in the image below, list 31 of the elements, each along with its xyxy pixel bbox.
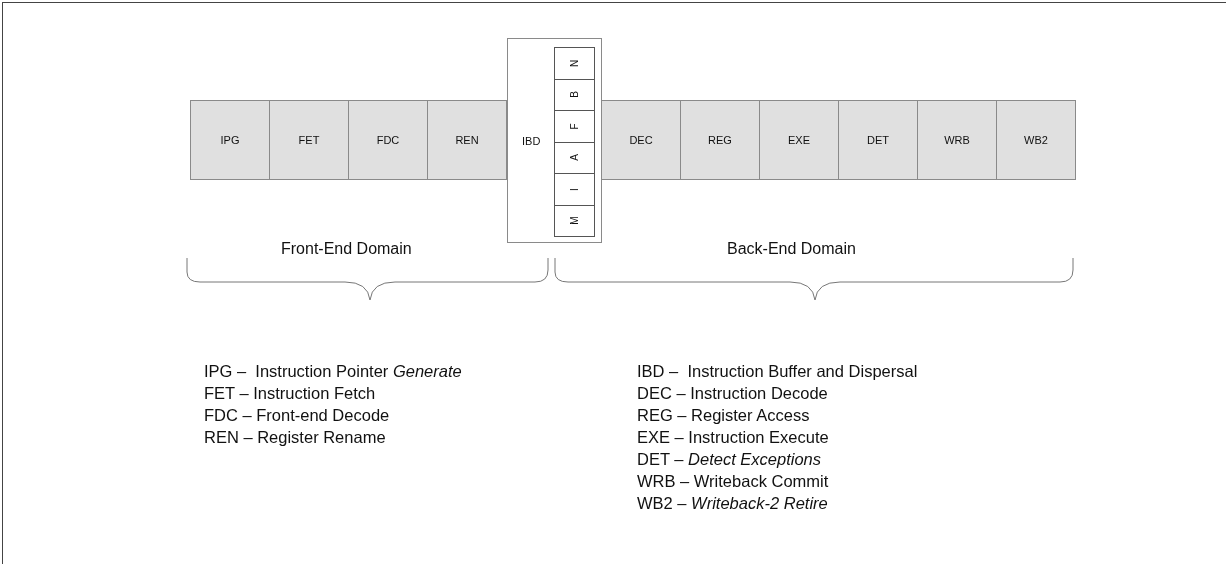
stage-box: REG (680, 100, 760, 180)
stage-box: WB2 (996, 100, 1076, 180)
domain-label: Back-End Domain (727, 240, 856, 258)
legend-text: DEC – Instruction Decode (637, 383, 828, 404)
slot-box: F (554, 110, 595, 143)
stage-box: DET (838, 100, 918, 180)
legend-text: FDC – Front-end Decode (204, 405, 390, 426)
legend-text: IPG – Instruction Pointer Generate (204, 361, 462, 382)
legend-text: WRB – Writeback Commit (637, 471, 829, 492)
stage-box: DEC (601, 100, 681, 180)
legend-text: EXE – Instruction Execute (637, 427, 829, 448)
slot-box: B (554, 78, 595, 111)
legend-text: REG – Register Access (637, 405, 810, 426)
stage-label: IBD (522, 134, 541, 147)
slot-box: I (554, 173, 595, 206)
stage-box: FDC (348, 100, 428, 180)
slot-box: A (554, 141, 595, 174)
legend-text: FET – Instruction Fetch (204, 383, 376, 404)
domain-label: Front-End Domain (281, 240, 412, 258)
legend-text: IBD – Instruction Buffer and Dispersal (637, 361, 918, 382)
stage-box: REN (427, 100, 507, 180)
stage-box: WRB (917, 100, 997, 180)
stage-box: IPG (190, 100, 270, 180)
stage-box: EXE (759, 100, 839, 180)
legend-text: REN – Register Rename (204, 427, 386, 448)
buffer-box (507, 38, 602, 243)
stage-box: FET (269, 100, 349, 180)
legend-text: DET – Detect Exceptions (637, 449, 822, 470)
slot-box: M (554, 204, 595, 237)
legend-text: WB2 – Writeback-2 Retire (637, 493, 828, 514)
slot-box: N (554, 47, 595, 80)
